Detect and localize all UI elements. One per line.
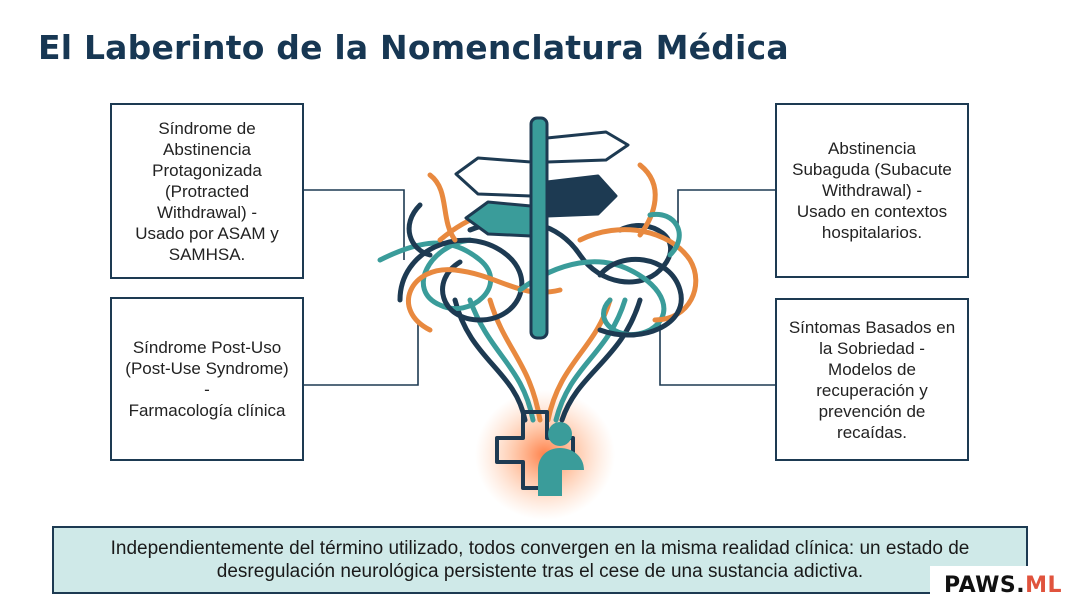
term-usage: Usado por ASAM y SAMHSA. — [135, 223, 279, 264]
page-title: El Laberinto de la Nomenclatura Médica — [38, 28, 789, 67]
term-box-post-use-syndrome: Síndrome Post-Uso (Post-Use Syndrome) - … — [110, 297, 304, 461]
tangle-loops — [377, 162, 699, 338]
conclusion-text: Independientemente del término utilizado… — [110, 538, 970, 582]
term-box-protracted-withdrawal: Síndrome de Abstinencia Protagonizada (P… — [110, 103, 304, 279]
logo-part-paws: PAWS. — [943, 572, 1026, 598]
term-label: Síndrome de Abstinencia Protagonizada (P… — [152, 118, 262, 222]
glow-highlight — [475, 390, 615, 520]
term-box-subacute-withdrawal: Abstinencia Subaguda (Subacute Withdrawa… — [775, 103, 969, 278]
term-usage: Modelos de recuperación y prevención de … — [816, 359, 928, 442]
term-label: Síntomas Basados en la Sobriedad - — [788, 317, 956, 358]
term-usage: Usado en contextos hospitalarios. — [796, 202, 948, 242]
term-usage: Farmacología clínica — [128, 401, 286, 420]
term-label: Abstinencia Subaguda (Subacute Withdrawa… — [792, 139, 952, 200]
term-label: Síndrome Post-Uso (Post-Use Syndrome) - — [125, 338, 289, 399]
medical-cross-person-icon — [495, 410, 584, 496]
converging-stems — [452, 297, 643, 423]
signpost — [454, 116, 630, 340]
conclusion-banner: Independientemente del término utilizado… — [52, 526, 1028, 594]
paws-ml-logo: PAWS.ML — [930, 566, 1076, 604]
term-box-sobriety-symptoms: Síntomas Basados en la Sobriedad - Model… — [775, 298, 969, 461]
logo-part-ml: ML — [1025, 572, 1063, 598]
connector-lines — [304, 189, 775, 386]
